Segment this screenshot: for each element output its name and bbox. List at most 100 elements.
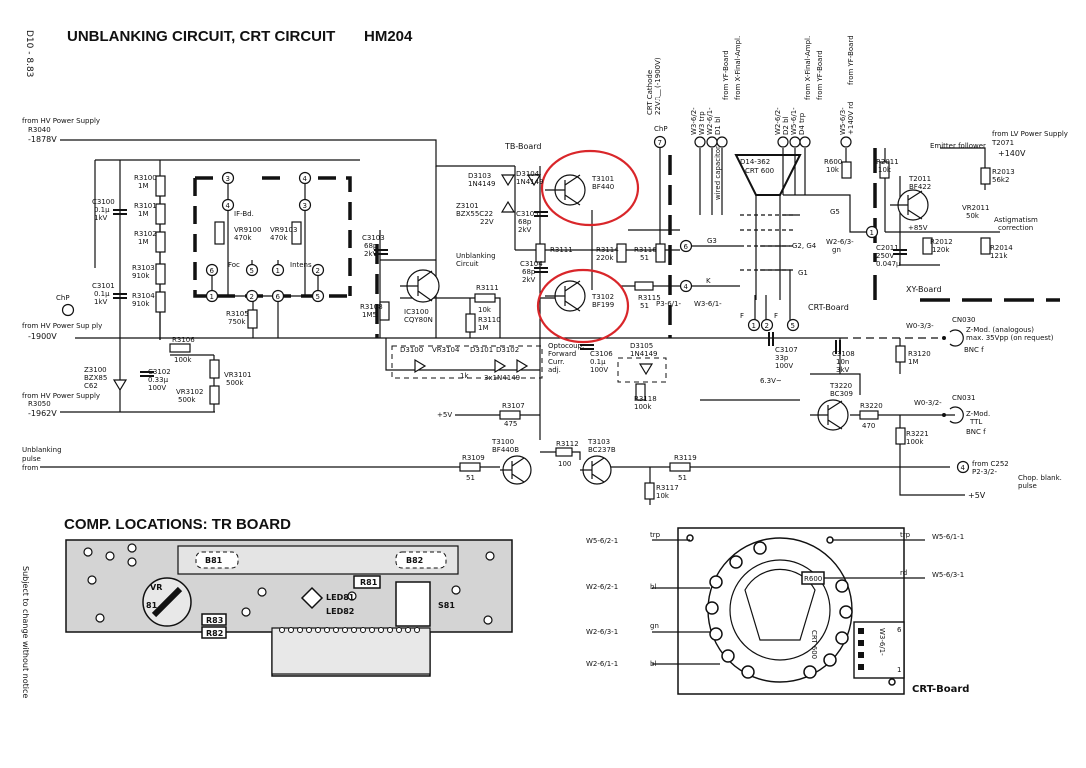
svg-text:1: 1 <box>752 322 756 330</box>
svg-text:3: 3 <box>226 175 230 183</box>
svg-text:4: 4 <box>303 175 308 183</box>
r3104 <box>155 291 166 313</box>
svg-text:1: 1 <box>276 267 280 275</box>
svg-text:BF422: BF422 <box>909 183 931 191</box>
svg-text:D3100: D3100 <box>400 346 423 354</box>
svg-text:R3108: R3108 <box>360 303 383 311</box>
nodes: 3 4 4 3 6 5 1 2 1 2 6 5 6 4 7 1 1 2 5 4 <box>61 135 970 474</box>
svg-text:1N4149: 1N4149 <box>516 178 544 186</box>
svg-text:trp: trp <box>650 531 661 539</box>
svg-text:Z3101: Z3101 <box>456 202 479 210</box>
svg-text:from YF-Board: from YF-Board <box>847 35 855 85</box>
r3119 <box>669 462 691 472</box>
transistors <box>400 174 929 485</box>
svg-text:Foc: Foc <box>228 261 240 269</box>
svg-text:3kV: 3kV <box>836 366 850 374</box>
r600 <box>841 161 852 179</box>
svg-text:T3102: T3102 <box>591 293 614 301</box>
vr3101 <box>209 359 220 379</box>
r3118 <box>635 383 646 401</box>
svg-text:CRT Cathode: CRT Cathode <box>646 70 654 115</box>
svg-text:470k: 470k <box>270 234 288 242</box>
svg-text:CQY80N: CQY80N <box>404 316 433 324</box>
svg-text:B81: B81 <box>205 556 223 565</box>
r3111a <box>474 293 496 303</box>
svg-text:68p: 68p <box>522 268 536 276</box>
svg-text:BZX85: BZX85 <box>84 374 107 382</box>
r3107 <box>499 410 521 420</box>
svg-text:R3110: R3110 <box>478 316 501 324</box>
svg-text:3x1N4149: 3x1N4149 <box>484 374 520 382</box>
svg-text:BF440B: BF440B <box>492 446 519 454</box>
svg-text:475: 475 <box>504 420 517 428</box>
svg-text:D4 trp: D4 trp <box>798 112 806 135</box>
svg-text:T2011: T2011 <box>908 175 931 183</box>
svg-text:ChP: ChP <box>654 125 668 133</box>
svg-text:+5V: +5V <box>437 411 452 419</box>
r2012 <box>922 237 933 255</box>
svg-text:2: 2 <box>765 322 769 330</box>
svg-text:Intens: Intens <box>290 261 312 269</box>
svg-text:W3-6/1-: W3-6/1- <box>878 628 886 656</box>
svg-text:R3109: R3109 <box>462 454 485 462</box>
svg-text:R3104: R3104 <box>132 292 155 300</box>
svg-text:VR3101: VR3101 <box>224 371 251 379</box>
svg-text:T2071: T2071 <box>991 139 1014 147</box>
svg-text:100k: 100k <box>174 356 192 364</box>
bnc-connectors <box>942 329 964 424</box>
svg-text:adj.: adj. <box>548 366 561 374</box>
svg-text:Forward: Forward <box>548 350 576 358</box>
svg-text:910k: 910k <box>132 272 150 280</box>
svg-text:5: 5 <box>316 293 320 301</box>
svg-text:S81: S81 <box>438 601 455 610</box>
svg-text:pulse: pulse <box>22 455 41 463</box>
svg-text:C3100: C3100 <box>92 198 115 206</box>
svg-text:1k: 1k <box>460 372 469 380</box>
svg-text:R2011: R2011 <box>876 158 899 166</box>
svg-text:IF-Bd.: IF-Bd. <box>234 210 254 218</box>
svg-text:W5-6/3-1: W5-6/3-1 <box>932 571 964 579</box>
svg-text:from YF-Board: from YF-Board <box>722 50 730 100</box>
svg-text:W2-6/1-1: W2-6/1-1 <box>586 660 618 668</box>
svg-text:+5V: +5V <box>968 491 986 500</box>
svg-text:500k: 500k <box>178 396 196 404</box>
svg-text:W2-6/2-: W2-6/2- <box>774 107 782 135</box>
svg-text:wired capacitor: wired capacitor <box>714 146 722 200</box>
svg-text:5: 5 <box>250 267 254 275</box>
svg-text:W5-6/1-1: W5-6/1-1 <box>932 533 964 541</box>
svg-text:3: 3 <box>303 202 307 210</box>
svg-text:6: 6 <box>684 243 689 251</box>
svg-text:51: 51 <box>678 474 687 482</box>
svg-text:2kV: 2kV <box>518 226 532 234</box>
svg-text:0.047µ: 0.047µ <box>876 260 901 268</box>
svg-text:51: 51 <box>466 474 475 482</box>
svg-text:100V: 100V <box>590 366 608 374</box>
svg-text:6: 6 <box>210 267 215 275</box>
svg-text:from HV Power Sup ply: from HV Power Sup ply <box>22 322 102 330</box>
svg-text:100V: 100V <box>148 384 166 392</box>
svg-text:120k: 120k <box>932 246 950 254</box>
r3117 <box>644 482 655 500</box>
svg-text:10k: 10k <box>478 306 492 314</box>
svg-text:100k: 100k <box>906 438 924 446</box>
svg-text:W3-6/1-: W3-6/1- <box>694 300 722 308</box>
svg-text:C3106: C3106 <box>590 350 613 358</box>
r3106 <box>169 343 191 353</box>
svg-text:from LV Power Supply: from LV Power Supply <box>992 130 1068 138</box>
svg-text:50k: 50k <box>966 212 980 220</box>
svg-text:VR2011: VR2011 <box>962 204 989 212</box>
svg-text:correction: correction <box>998 224 1033 232</box>
r3114 <box>616 243 627 263</box>
board-borders <box>193 148 1060 338</box>
svg-text:IC3100: IC3100 <box>404 308 429 316</box>
svg-text:R3112: R3112 <box>556 440 579 448</box>
svg-text:+85V: +85V <box>908 224 928 232</box>
svg-text:5: 5 <box>791 322 795 330</box>
svg-text:C3107: C3107 <box>775 346 798 354</box>
svg-text:R3120: R3120 <box>908 350 931 358</box>
svg-text:D3102: D3102 <box>496 346 519 354</box>
r3103 <box>155 263 166 285</box>
r2014 <box>980 237 991 255</box>
svg-text:Chop. blank.: Chop. blank. <box>1018 474 1062 482</box>
